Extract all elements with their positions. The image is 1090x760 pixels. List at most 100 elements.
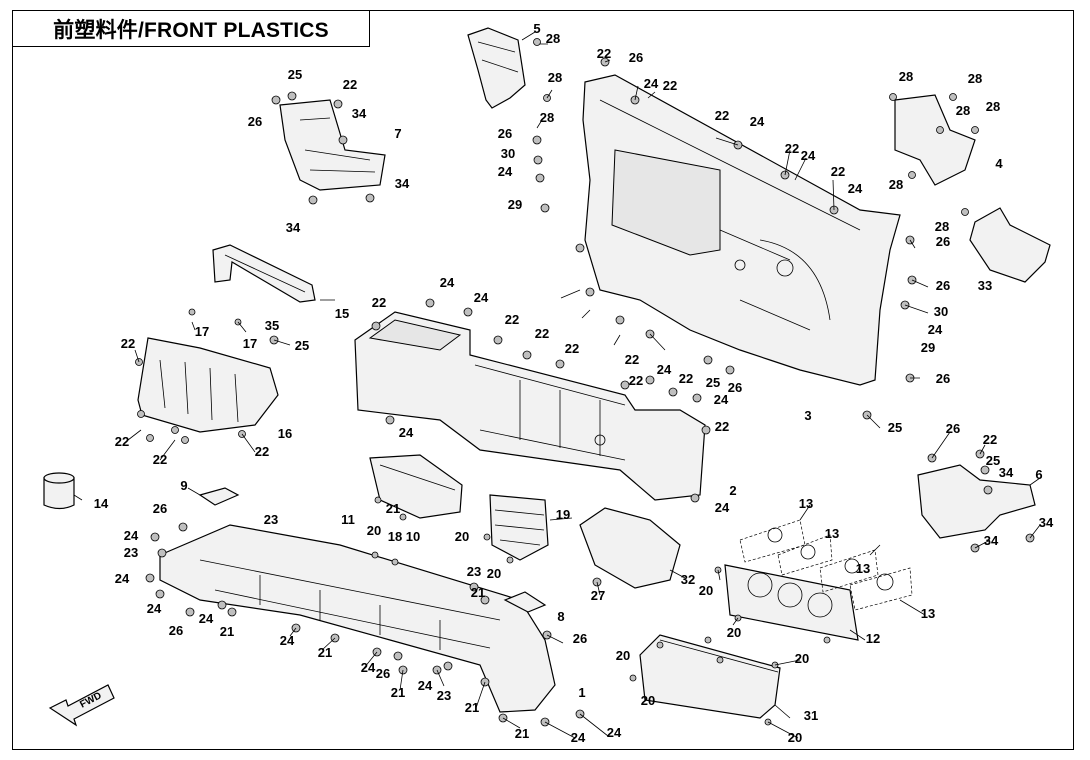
callout-20: 20 <box>455 529 469 544</box>
page-title: 前塑料件/FRONT PLASTICS <box>53 18 329 42</box>
callout-16: 16 <box>278 426 292 441</box>
callout-24: 24 <box>115 571 130 586</box>
callout-1: 1 <box>578 685 585 700</box>
callout-19: 19 <box>556 507 570 522</box>
callout-28: 28 <box>986 99 1000 114</box>
callout-31: 31 <box>804 708 818 723</box>
callout-33: 33 <box>978 278 992 293</box>
part-32-center-cover <box>579 507 681 589</box>
callout-29: 29 <box>508 197 522 212</box>
callout-26: 26 <box>936 234 950 249</box>
callout-21: 21 <box>391 685 405 700</box>
callout-22: 22 <box>255 444 269 459</box>
callout-24: 24 <box>199 611 214 626</box>
callout-17: 17 <box>195 324 209 339</box>
callout-26: 26 <box>153 501 167 516</box>
callout-11: 11 <box>341 512 355 527</box>
callout-13: 13 <box>799 496 813 511</box>
part-3-rear-panel <box>582 74 901 386</box>
callout-6: 6 <box>1035 467 1042 482</box>
callout-26: 26 <box>169 623 183 638</box>
callout-22: 22 <box>715 419 729 434</box>
callout-34: 34 <box>999 465 1014 480</box>
part-7-bracket <box>279 99 386 191</box>
callout-28: 28 <box>935 219 949 234</box>
callout-34: 34 <box>1039 515 1054 530</box>
callout-4: 4 <box>995 156 1003 171</box>
callout-25: 25 <box>888 420 902 435</box>
callout-34: 34 <box>984 533 999 548</box>
callout-25: 25 <box>986 453 1000 468</box>
callout-24: 24 <box>399 425 414 440</box>
callout-26: 26 <box>936 371 950 386</box>
callout-34: 34 <box>352 106 367 121</box>
callout-24: 24 <box>928 322 943 337</box>
part-12-bezel <box>724 564 859 641</box>
callout-24: 24 <box>124 528 139 543</box>
callout-13: 13 <box>921 606 935 621</box>
callout-26: 26 <box>376 666 390 681</box>
callout-20: 20 <box>616 648 630 663</box>
callout-22: 22 <box>535 326 549 341</box>
callout-20: 20 <box>641 693 655 708</box>
callout-22: 22 <box>679 371 693 386</box>
callout-24: 24 <box>474 290 489 305</box>
callout-24: 24 <box>848 181 863 196</box>
part-33-side-panel <box>969 207 1051 283</box>
callout-12: 12 <box>866 631 880 646</box>
callout-20: 20 <box>795 651 809 666</box>
callout-24: 24 <box>361 660 376 675</box>
part-15-handle <box>212 244 316 303</box>
callout-22: 22 <box>565 341 579 356</box>
callout-22: 22 <box>505 312 519 327</box>
leader-lines <box>73 31 1041 739</box>
part-13-gauges <box>739 519 913 611</box>
callout-20: 20 <box>367 523 381 538</box>
callout-26: 26 <box>573 631 587 646</box>
callout-27: 27 <box>591 588 605 603</box>
callout-24: 24 <box>801 148 816 163</box>
callout-2: 2 <box>729 483 736 498</box>
part-5-guard <box>467 27 526 109</box>
callout-26: 26 <box>936 278 950 293</box>
callout-22: 22 <box>629 373 643 388</box>
callout-22: 22 <box>785 141 799 156</box>
callout-21: 21 <box>515 726 529 741</box>
callout-30: 30 <box>934 304 948 319</box>
callout-22: 22 <box>831 164 845 179</box>
part-2-console <box>354 311 706 501</box>
callout-22: 22 <box>343 77 357 92</box>
callout-14: 14 <box>94 496 109 511</box>
callout-22: 22 <box>715 108 729 123</box>
callout-22: 22 <box>115 434 129 449</box>
callout-22: 22 <box>121 336 135 351</box>
part-18-storage-bin <box>369 454 463 519</box>
drawing-frame <box>12 10 1074 750</box>
callout-20: 20 <box>727 625 741 640</box>
callout-24: 24 <box>714 392 729 407</box>
callout-24: 24 <box>440 275 455 290</box>
callout-25: 25 <box>288 67 302 82</box>
callout-26: 26 <box>629 50 643 65</box>
callout-28: 28 <box>968 71 982 86</box>
callout-9: 9 <box>180 478 187 493</box>
part-19-grille <box>489 494 549 561</box>
callout-3: 3 <box>804 408 811 423</box>
part-16-bin <box>137 337 279 433</box>
callout-20: 20 <box>487 566 501 581</box>
part-9-vent <box>198 487 240 506</box>
callout-24: 24 <box>571 730 586 745</box>
callout-24: 24 <box>715 500 730 515</box>
callout-20: 20 <box>699 583 713 598</box>
callout-29: 29 <box>921 340 935 355</box>
callout-22: 22 <box>372 295 386 310</box>
callout-28: 28 <box>956 103 970 118</box>
callout-23: 23 <box>467 564 481 579</box>
callout-8: 8 <box>557 609 564 624</box>
callout-20: 20 <box>788 730 802 745</box>
callout-28: 28 <box>546 31 560 46</box>
callout-28: 28 <box>899 69 913 84</box>
callout-34: 34 <box>395 176 410 191</box>
